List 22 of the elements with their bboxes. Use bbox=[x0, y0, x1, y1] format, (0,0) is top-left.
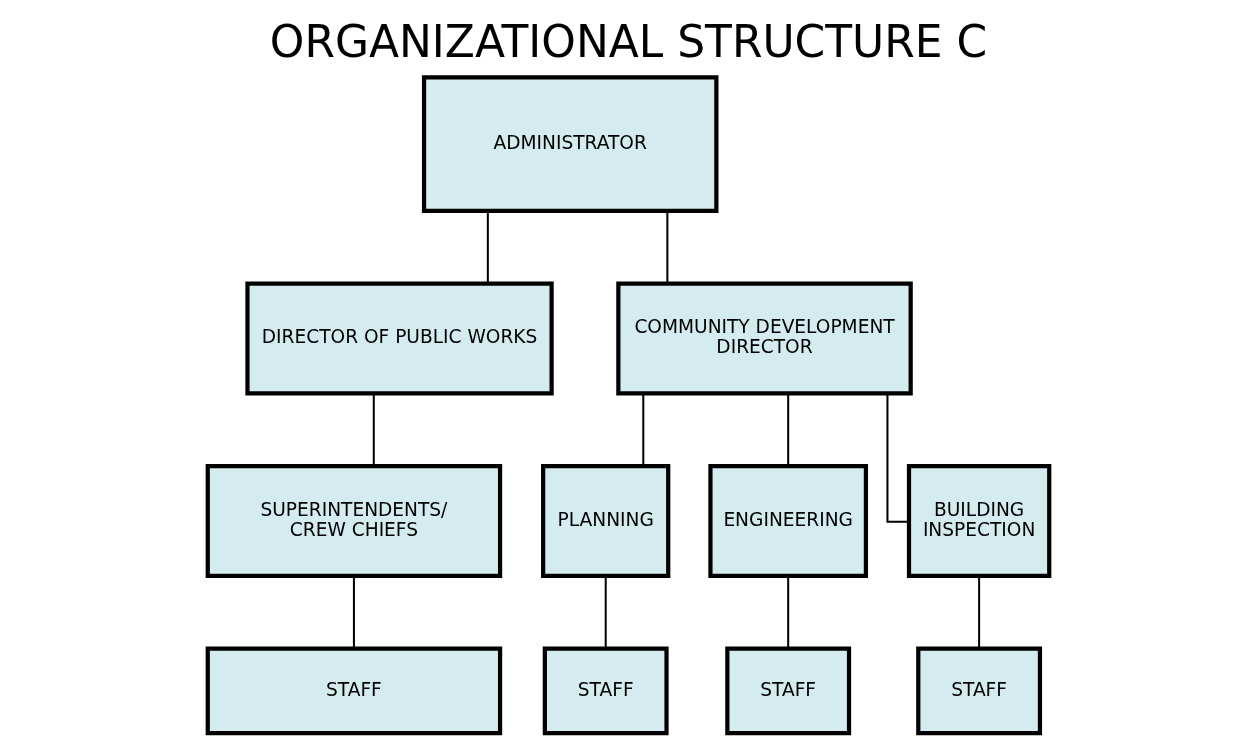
node-box: DIRECTOR OF PUBLIC WORKS bbox=[244, 281, 554, 396]
node-box: ENGINEERING bbox=[707, 463, 868, 579]
node-box: STAFF bbox=[205, 646, 502, 736]
diagram-title: ORGANIZATIONAL STRUCTURE C bbox=[269, 15, 987, 67]
node-box: STAFF bbox=[724, 646, 851, 736]
node-box: COMMUNITY DEVELOPMENT DIRECTOR bbox=[615, 281, 913, 396]
connector bbox=[786, 576, 789, 649]
connector bbox=[641, 393, 644, 466]
node-box: SUPERINTENDENTS/ CREW CHIEFS bbox=[205, 463, 502, 579]
node-box: ADMINISTRATOR bbox=[421, 75, 718, 214]
connector bbox=[786, 393, 789, 466]
connector bbox=[665, 211, 668, 284]
connector bbox=[486, 211, 489, 284]
node-box: BUILDING INSPECTION bbox=[906, 463, 1051, 579]
connector bbox=[372, 393, 375, 466]
node-box: STAFF bbox=[542, 646, 669, 736]
connector bbox=[604, 576, 607, 649]
node-box: PLANNING bbox=[540, 463, 670, 579]
connector bbox=[352, 576, 355, 649]
node-box: STAFF bbox=[915, 646, 1042, 736]
connector bbox=[977, 576, 980, 649]
connector bbox=[885, 393, 909, 523]
